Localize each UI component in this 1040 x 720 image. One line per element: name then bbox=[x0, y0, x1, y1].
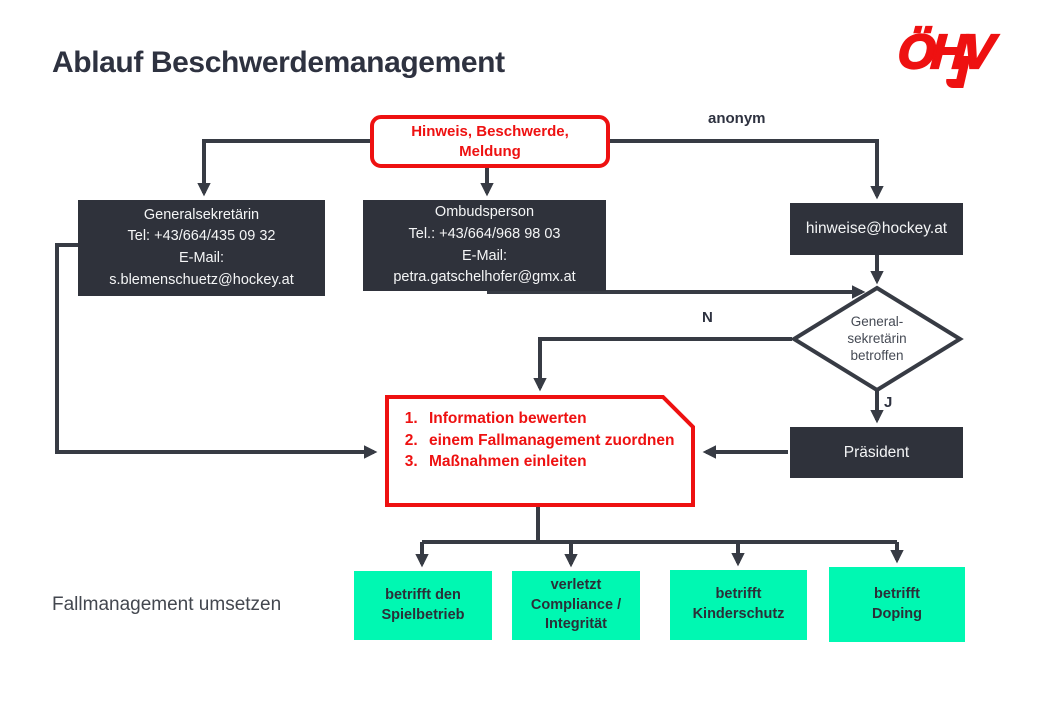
outcome-compliance: verletzt Compliance / Integrität bbox=[512, 571, 640, 640]
anonym-label: anonym bbox=[708, 110, 766, 127]
decision-yes-label: J bbox=[884, 394, 893, 411]
contact-email: hinweise@hockey.at bbox=[805, 220, 948, 238]
connector-report-to-generalsekretaerin bbox=[197, 139, 370, 197]
page-title: Ablauf Beschwerdemanagement bbox=[52, 46, 505, 79]
contact-email: s.blemenschuetz@hockey.at bbox=[109, 271, 294, 288]
decision-no-label: N bbox=[702, 309, 713, 326]
outcome-doping: betrifft Doping bbox=[829, 567, 965, 642]
outcome-kinderschutz: betrifft Kinderschutz bbox=[670, 570, 807, 640]
contact-email-label: E-Mail: bbox=[461, 247, 508, 264]
ombudsperson-node: Ombudsperson Tel.: +43/664/968 98 03 E-M… bbox=[363, 200, 606, 291]
connector-report-anonym-to-hinweise bbox=[610, 139, 884, 200]
assessment-step: einem Fallmanagement zuordnen bbox=[422, 431, 688, 452]
connector-decision-no-to-assessment bbox=[533, 337, 792, 392]
contact-name: Generalsekretärin bbox=[143, 206, 260, 223]
hinweise-email-node: hinweise@hockey.at bbox=[790, 203, 963, 255]
outcome-spielbetrieb: betrifft den Spielbetrieb bbox=[354, 571, 492, 640]
contact-email: petra.gatschelhofer@gmx.at bbox=[393, 269, 576, 286]
praesident-node: Präsident bbox=[790, 427, 963, 478]
section-label: Fallmanagement umsetzen bbox=[52, 594, 282, 615]
assessment-steps: Information bewerten einem Fallmanagemen… bbox=[398, 409, 688, 473]
decision-diamond-shape bbox=[790, 285, 964, 393]
assessment-node: Information bewerten einem Fallmanagemen… bbox=[398, 409, 688, 474]
assessment-step: Maßnahmen einleiten bbox=[422, 452, 688, 473]
contact-phone: Tel.: +43/664/968 98 03 bbox=[408, 225, 561, 242]
assessment-box-shape bbox=[385, 395, 695, 507]
decision-label: General- sekretärin betroffen bbox=[847, 314, 907, 363]
assessment-step: Information bewerten bbox=[422, 409, 688, 430]
contact-phone: Tel: +43/664/435 09 32 bbox=[127, 228, 276, 245]
generalsekretaerin-node: Generalsekretärin Tel: +43/664/435 09 32… bbox=[78, 200, 325, 296]
report-line: Meldung bbox=[459, 142, 521, 160]
report-node: Hinweis, Beschwerde, Meldung bbox=[370, 115, 610, 168]
report-line: Hinweis, Beschwerde, bbox=[411, 123, 569, 140]
connector-generalsekretaerin-to-assessment bbox=[55, 243, 378, 459]
contact-name: Ombudsperson bbox=[434, 204, 535, 220]
contact-email-label: E-Mail: bbox=[178, 250, 225, 266]
